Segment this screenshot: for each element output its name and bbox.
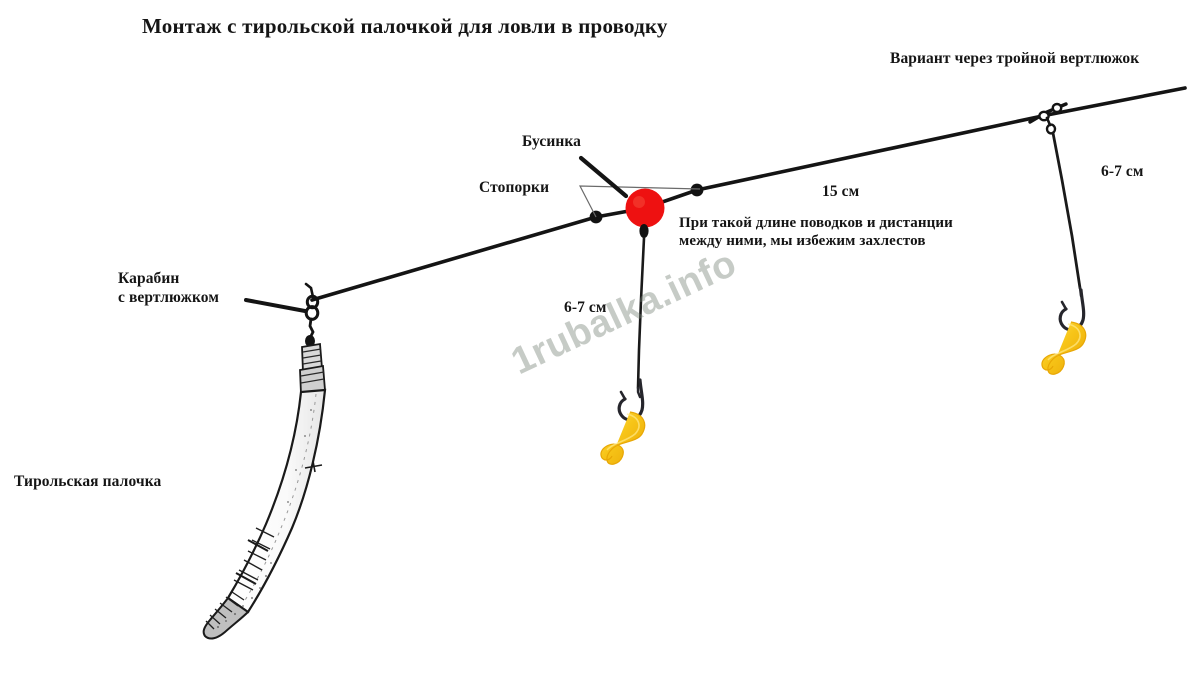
label-bead: Бусинка bbox=[522, 133, 582, 150]
label-snap-swivel: Карабин с вертлюжком bbox=[118, 270, 219, 308]
karabin-line-2: с вертлюжком bbox=[118, 288, 219, 306]
label-main-distance: 15 см bbox=[822, 183, 860, 200]
businka-leader bbox=[578, 155, 629, 199]
hook-with-bait-left bbox=[600, 378, 646, 465]
snap-swivel-icon bbox=[304, 282, 320, 347]
karabin-line-1: Карабин bbox=[118, 270, 180, 287]
hook-with-bait-right bbox=[1041, 286, 1087, 375]
label-tyrolean-stick: Тирольская палочка bbox=[14, 473, 162, 490]
label-stoppers: Стопорки bbox=[479, 179, 550, 196]
main-line-group bbox=[310, 86, 1187, 302]
dropper-right bbox=[1051, 131, 1082, 290]
bead-icon bbox=[625, 188, 665, 228]
stopper-bead-right bbox=[690, 183, 704, 197]
tyrolean-stick bbox=[202, 342, 327, 640]
page-title: Монтаж с тирольской палочкой для ловли в… bbox=[142, 14, 668, 38]
stoporki-leader bbox=[579, 185, 701, 218]
label-dropper-length-left: 6-7 см bbox=[564, 299, 607, 316]
triple-swivel-icon bbox=[1028, 102, 1068, 135]
note-line-1: При такой длине поводков и дистанции bbox=[679, 215, 953, 231]
label-triple-swivel-variant: Вариант через тройной вертлюжок bbox=[890, 50, 1140, 67]
label-dropper-length-right: 6-7 см bbox=[1101, 163, 1144, 180]
note-line-2: между ними, мы избежим захлестов bbox=[679, 233, 926, 250]
dropper-left bbox=[636, 224, 649, 390]
main-line bbox=[310, 86, 1187, 302]
label-note: При такой длине поводков и дистанции меж… bbox=[679, 214, 953, 251]
karabin-leader bbox=[244, 298, 307, 313]
